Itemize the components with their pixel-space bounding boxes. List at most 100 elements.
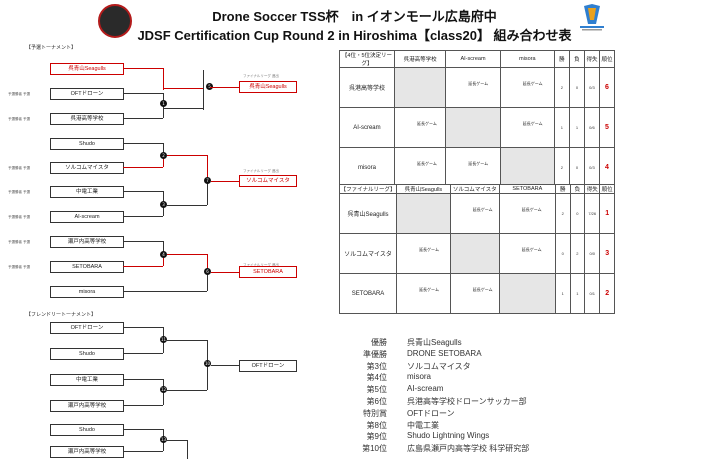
winner-box: ソルコムマイスタ (239, 175, 297, 187)
col-header: 勝 (554, 184, 571, 194)
bracket-line (123, 291, 163, 292)
match-node: 3 (160, 201, 167, 208)
friendly-team-box: Shudo (50, 348, 124, 360)
seed-note: 予選勝者 予選 (8, 92, 30, 96)
friendly-team-box: Shudo (50, 424, 124, 436)
rank: 3 (599, 233, 615, 274)
winner-box: 呉青山Seagulls (239, 81, 297, 93)
row-team: misora (339, 147, 395, 188)
bracket-line (207, 270, 208, 291)
winner-box: SETOBARA (239, 266, 297, 278)
bracket-line (163, 143, 164, 155)
bracket-line (167, 254, 207, 255)
page-title: Drone Soccer TSS杯 in イオンモール広島府中 (212, 9, 497, 24)
bracket-line (163, 389, 164, 405)
bracket-line (167, 205, 207, 206)
rank: 4 (598, 147, 616, 188)
match-cell: 延長ゲーム (449, 273, 500, 314)
result-row: 第3位ソルコムマイスタ (335, 361, 595, 372)
goal-diff: 0/6 (583, 107, 600, 148)
league-header: 【ファイナルリーグ】 (338, 184, 398, 194)
bracket-line (123, 93, 163, 94)
bracket-line (211, 181, 239, 182)
rank: 2 (599, 273, 615, 314)
bracket-line (167, 155, 207, 156)
bracket-line (167, 440, 187, 441)
self-cell (445, 107, 501, 148)
winner-box: OFTドローン (239, 360, 297, 372)
result-team: OFTドローン (407, 408, 455, 418)
match-node: 12 (160, 386, 167, 393)
bracket-line (123, 216, 163, 217)
match-node: 10 (204, 360, 211, 367)
bracket-line (210, 87, 239, 88)
result-place: 第5位 (366, 385, 387, 395)
self-cell (393, 67, 447, 108)
bracket-line (123, 327, 163, 328)
seed-note: 予選勝者 予選 (8, 215, 30, 219)
result-team: AI-scream (407, 384, 444, 394)
bracket-line (163, 191, 164, 203)
col-header: 得失 (583, 50, 600, 68)
col-header: 負 (568, 50, 585, 68)
col-header: 順位 (598, 50, 616, 68)
bracket-line (123, 118, 163, 119)
bracket-line (167, 340, 207, 341)
losses: 0 (568, 147, 585, 188)
seed-note: 予選勝者 予選 (8, 240, 30, 244)
self-cell (499, 147, 555, 188)
col-header: 呉青山Seagulls (396, 184, 451, 194)
bracket-line (187, 440, 188, 459)
prelim-team-box: 呉港高等学校 (50, 113, 124, 125)
result-place: 第3位 (366, 361, 387, 371)
friendly-section-label: 【フレンドリートーナメント】 (26, 312, 97, 318)
bracket-line (163, 291, 207, 292)
friendly-team-box: OFTドローン (50, 322, 124, 334)
wins: 2 (553, 67, 570, 108)
seed-note: 予選勝者 予選 (8, 190, 30, 194)
result-place: 第4位 (366, 373, 387, 383)
bracket-line (211, 365, 239, 366)
match-cell: 延長ゲーム (449, 193, 500, 234)
match-cell: 延長ゲーム (393, 147, 447, 188)
match-cell: 延長ゲーム (498, 233, 556, 274)
winner-label: ファイナルリーグ 進出 (243, 74, 279, 78)
bracket-line (163, 379, 164, 389)
bracket-line (163, 100, 164, 118)
match-node: 11 (160, 336, 167, 343)
bracket-line (207, 180, 208, 205)
row-team: AI-scream (339, 107, 395, 148)
prelim-section-label: 【予選トーナメント】 (26, 45, 77, 51)
result-place: 第6位 (366, 397, 387, 406)
rank: 1 (599, 193, 615, 234)
drone-soccer-logo (98, 4, 132, 38)
bracket-line (123, 429, 163, 430)
result-row: 優勝呉青山Seagulls (335, 337, 595, 348)
bracket-line (167, 390, 207, 391)
match-node: 2 (160, 152, 167, 159)
match-cell: 延長ゲーム (396, 233, 451, 274)
prelim-team-box: SETOBARA (50, 261, 124, 273)
prelim-team-box: 瀬戸内高等学校 (50, 236, 124, 248)
bracket-line (163, 155, 164, 167)
bracket-line (163, 339, 164, 353)
bracket-line (123, 379, 163, 380)
rank: 6 (598, 67, 616, 108)
rank: 5 (598, 107, 616, 148)
losses: 0 (568, 67, 585, 108)
bracket-line (163, 108, 203, 109)
col-header: SETOBARA (498, 184, 556, 194)
jdsf-logo-icon (580, 4, 604, 31)
goal-diff: 0/3 (583, 147, 600, 188)
bracket-line (123, 451, 163, 452)
self-cell (498, 273, 556, 314)
league-table-semi: 【4位・5位決定リーグ】 呉港高等学校 AI-scream misora 勝 負… (339, 50, 616, 188)
col-header: AI-scream (445, 50, 501, 68)
losses: 1 (569, 273, 586, 314)
bracket-line (163, 68, 164, 90)
row-team: 呉港高等学校 (339, 67, 395, 108)
losses: 2 (569, 233, 586, 274)
match-node: 6 (204, 268, 211, 275)
result-place: 優勝 (371, 338, 387, 347)
